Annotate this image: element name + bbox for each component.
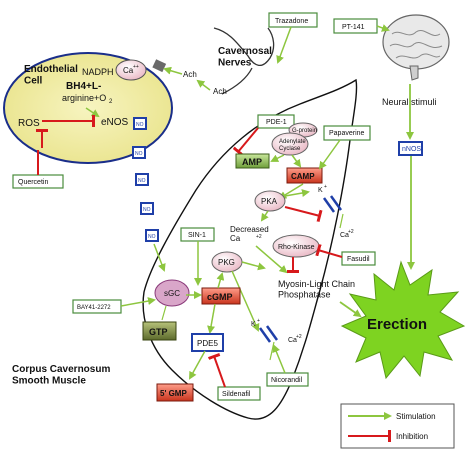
- cgmp-label: cGMP: [207, 292, 233, 302]
- legend-inhibition-label: Inhibition: [396, 432, 428, 441]
- papaverine-label: Papaverine: [329, 130, 365, 137]
- gtp-box: [142, 321, 177, 341]
- fasudil-label: Fasudil: [347, 256, 370, 263]
- svg-text:+2: +2: [256, 234, 262, 240]
- sildenafil-box: [217, 386, 261, 401]
- ion-channel-lower: [258, 325, 279, 343]
- ca-cell-node: [115, 59, 147, 81]
- pkg-label: PKG: [218, 258, 235, 267]
- five-gmp-box: [156, 383, 194, 402]
- ach-label-1: Ach: [183, 70, 197, 79]
- endothelial-cell-shape: [3, 52, 173, 164]
- legend: Stimulation Inhibition: [340, 403, 455, 449]
- bh4-label: BH4+L-: [66, 81, 101, 92]
- nicorandil-label: Nicorandil: [271, 377, 303, 384]
- svg-text:++: ++: [133, 64, 139, 70]
- svg-text:NO: NO: [148, 234, 156, 240]
- svg-text:+2: +2: [348, 229, 354, 235]
- nnos-label: nNOS: [402, 146, 421, 153]
- sin1-label: SIN-1: [188, 232, 206, 239]
- pka-label: PKA: [261, 197, 278, 206]
- camp-label: CAMP: [291, 172, 315, 181]
- trazodone-box: [268, 12, 318, 28]
- svg-text:+2: +2: [296, 334, 302, 340]
- camp-box: [286, 167, 323, 184]
- enos-no-box: [133, 117, 147, 130]
- trazodone-label: Trazadone: [275, 18, 308, 25]
- cgmp-box: [201, 287, 241, 305]
- adenylate-cyclase-node: [271, 132, 309, 156]
- rho-kinase-label: Rho-Kinase: [278, 244, 315, 251]
- ca-cell-label: Ca: [123, 66, 134, 75]
- pde5-label: PDE5: [197, 339, 218, 348]
- fasudil-box: [341, 251, 376, 266]
- pde5-box: [191, 333, 224, 352]
- gprotein-label: G-protein: [292, 128, 317, 134]
- svg-text:2: 2: [109, 99, 113, 105]
- k-plus-upper-label: K: [318, 187, 323, 194]
- svg-text:NO: NO: [138, 178, 146, 184]
- k-plus-lower-label: K: [251, 321, 256, 328]
- bay-box: [72, 299, 122, 314]
- ca-channel-lower-label: Ca: [288, 337, 297, 344]
- pde1-box: [257, 114, 295, 129]
- svg-text:NO: NO: [135, 151, 143, 157]
- legend-stimulation-label: Stimulation: [396, 412, 436, 421]
- quercetin-label: Quercetin: [18, 179, 48, 186]
- papaverine-box: [323, 125, 371, 141]
- svg-text:+: +: [324, 184, 327, 190]
- svg-text:NO: NO: [136, 122, 144, 128]
- svg-text:NO: NO: [143, 207, 151, 213]
- ion-channel-upper: [322, 195, 343, 213]
- nnos-box: [398, 141, 423, 156]
- bay-label: BAY41-2272: [77, 305, 111, 311]
- erection-label: Erection: [367, 316, 427, 333]
- no-chain: NO NO NO NO: [132, 146, 159, 242]
- pt141-label: PT-141: [342, 24, 365, 31]
- ros-label: ROS: [18, 118, 40, 129]
- enos-label: eNOS: [101, 117, 129, 128]
- erection-burst: [340, 260, 466, 380]
- ach-label-2: Ach: [213, 87, 227, 96]
- brain-icon: [382, 14, 450, 81]
- sgc-node: [154, 279, 190, 307]
- amp-label: AMP: [242, 157, 262, 167]
- sildenafil-label: Sildenafil: [222, 391, 251, 398]
- nadph-label: NADPH: [82, 67, 114, 77]
- svg-text:+: +: [257, 318, 260, 324]
- pde1-label: PDE-1: [266, 119, 287, 126]
- pka-node: [254, 190, 286, 212]
- arginine-label: arginine+O: [62, 93, 106, 103]
- smooth-muscle-outline: [142, 78, 358, 420]
- nicorandil-box: [266, 372, 309, 387]
- gtp-label: GTP: [149, 327, 168, 337]
- ca-channel-upper-label: Ca: [340, 232, 349, 239]
- sgc-label: sGC: [164, 289, 180, 298]
- amp-box: [235, 153, 270, 169]
- cavernosal-nerves-shape: [213, 27, 275, 66]
- five-gmp-label: 5' GMP: [160, 389, 187, 398]
- receptor-rect: [152, 59, 167, 73]
